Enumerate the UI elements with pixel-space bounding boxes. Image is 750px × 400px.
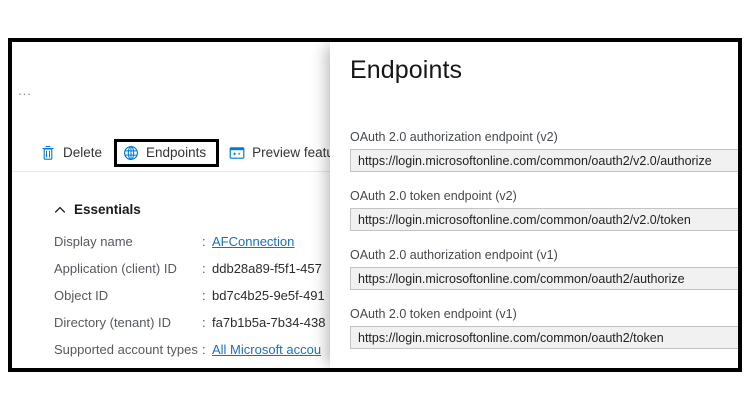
endpoint-field-oauth2-authorize-v2: OAuth 2.0 authorization endpoint (v2) ht… xyxy=(350,130,738,172)
endpoint-label: OAuth 2.0 authorization endpoint (v1) xyxy=(350,248,558,262)
preview-feature-button-label: Preview feature xyxy=(252,145,330,160)
chevron-up-icon xyxy=(54,204,66,216)
property-row-directory-tenant-id: Directory (tenant) ID : fa7b1b5a-7b34-43… xyxy=(54,315,330,342)
endpoints-panel-title: Endpoints xyxy=(350,56,463,84)
endpoints-flyout-panel: Endpoints OAuth 2.0 authorization endpoi… xyxy=(330,42,738,368)
property-separator: : xyxy=(202,288,206,303)
command-bar: Delete Endpoints xyxy=(12,134,330,172)
essentials-title: Essentials xyxy=(74,202,141,217)
essentials-section-header[interactable]: Essentials xyxy=(54,202,141,217)
property-value-directory-tenant-id: fa7b1b5a-7b34-438 xyxy=(212,315,326,330)
delete-button-label: Delete xyxy=(63,145,103,160)
screenshot-frame: ... Delete xyxy=(8,38,742,372)
endpoints-field-list: OAuth 2.0 authorization endpoint (v2) ht… xyxy=(350,130,738,366)
property-key: Application (client) ID xyxy=(54,261,177,276)
preview-feature-button[interactable]: Preview feature xyxy=(223,141,330,165)
endpoint-value-input[interactable]: https://login.microsoftonline.com/common… xyxy=(350,267,738,290)
property-row-supported-account-types: Supported account types : All Microsoft … xyxy=(54,342,330,368)
property-value-display-name[interactable]: AFConnection xyxy=(212,234,295,249)
delete-button[interactable]: Delete xyxy=(34,141,108,165)
property-separator: : xyxy=(202,342,206,357)
endpoints-button-label: Endpoints xyxy=(146,145,207,160)
property-key: Supported account types xyxy=(54,342,198,357)
breadcrumb-overflow-ellipsis[interactable]: ... xyxy=(18,83,32,98)
portal-blade: ... Delete xyxy=(12,42,330,368)
property-separator: : xyxy=(202,261,206,276)
property-row-object-id: Object ID : bd7c4b25-9e5f-491 xyxy=(54,288,330,315)
endpoint-value-input[interactable]: https://login.microsoftonline.com/common… xyxy=(350,326,738,349)
endpoint-field-oauth2-token-v2: OAuth 2.0 token endpoint (v2) https://lo… xyxy=(350,189,738,231)
property-row-application-client-id: Application (client) ID : ddb28a89-f5f1-… xyxy=(54,261,330,288)
preview-feature-icon xyxy=(229,145,245,161)
property-key: Object ID xyxy=(54,288,109,303)
endpoint-label: OAuth 2.0 token endpoint (v1) xyxy=(350,307,517,321)
trash-icon xyxy=(40,145,56,161)
property-value-application-client-id: ddb28a89-f5f1-457 xyxy=(212,261,322,276)
property-key: Display name xyxy=(54,234,133,249)
property-row-display-name: Display name : AFConnection xyxy=(54,234,330,261)
endpoint-label: OAuth 2.0 authorization endpoint (v2) xyxy=(350,130,558,144)
essentials-property-grid: Display name : AFConnection Application … xyxy=(54,234,330,368)
endpoint-value-input[interactable]: https://login.microsoftonline.com/common… xyxy=(350,208,738,231)
property-separator: : xyxy=(202,315,206,330)
endpoint-field-oauth2-token-v1: OAuth 2.0 token endpoint (v1) https://lo… xyxy=(350,307,738,349)
endpoint-field-oauth2-authorize-v1: OAuth 2.0 authorization endpoint (v1) ht… xyxy=(350,248,738,290)
endpoint-label: OAuth 2.0 token endpoint (v2) xyxy=(350,189,517,203)
property-value-object-id: bd7c4b25-9e5f-491 xyxy=(212,288,325,303)
property-separator: : xyxy=(202,234,206,249)
globe-icon xyxy=(123,145,139,161)
endpoints-button[interactable]: Endpoints xyxy=(114,138,220,167)
property-key: Directory (tenant) ID xyxy=(54,315,172,330)
endpoint-value-input[interactable]: https://login.microsoftonline.com/common… xyxy=(350,149,738,172)
property-value-supported-account-types[interactable]: All Microsoft accou xyxy=(212,342,322,357)
